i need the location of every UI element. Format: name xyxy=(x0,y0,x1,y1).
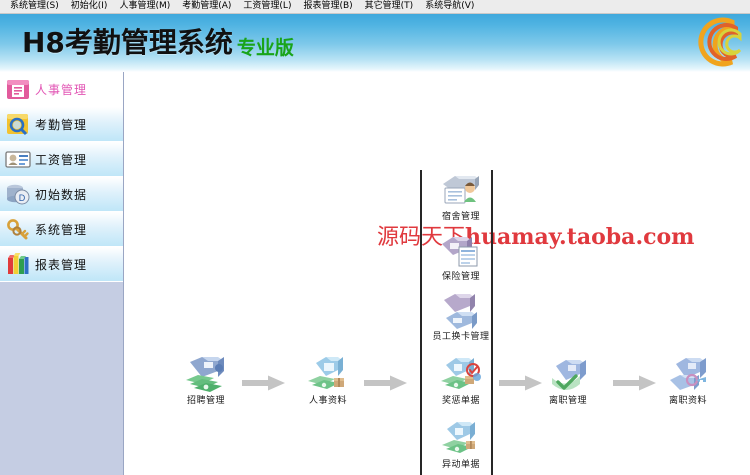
svg-text:D: D xyxy=(19,193,26,203)
app-edition-badge: 专业版 xyxy=(236,37,294,59)
sidebar-item-label: 系统管理 xyxy=(35,222,88,237)
flow-node-column_nodes-5[interactable]: 异动单据 xyxy=(422,418,500,471)
arrow-hr-to-column xyxy=(364,375,408,391)
menu-init[interactable]: 初始化(I) xyxy=(70,1,108,11)
sidebar-item-label: 报表管理 xyxy=(35,257,88,272)
insurance-icon xyxy=(439,230,483,270)
transfer-doc-icon xyxy=(439,418,483,458)
menu-system[interactable]: 系统管理(S) xyxy=(10,1,59,11)
card-swap-icon xyxy=(439,290,483,330)
app-title-wrap: H8考勤管理系统 专业版 xyxy=(22,21,294,61)
database-icon: D xyxy=(5,181,31,207)
menu-nav[interactable]: 系统导航(V) xyxy=(425,1,475,11)
magnifier-icon xyxy=(5,111,31,137)
column-divider-right xyxy=(491,170,493,475)
sidebar-item-3[interactable]: 工资管理 xyxy=(0,142,123,177)
arrow-column-to-resign xyxy=(499,375,543,391)
flow-node-column_nodes-2[interactable]: 保险管理 xyxy=(422,230,500,283)
flow-node-main_nodes-4[interactable]: 离职资料 xyxy=(649,354,727,407)
column-divider-left xyxy=(420,170,422,475)
swoosh-logo-icon xyxy=(698,17,742,67)
menu-hr[interactable]: 人事管理(M) xyxy=(119,1,171,11)
hr-file-money-icon xyxy=(306,354,350,394)
menu-payroll[interactable]: 工资管理(L) xyxy=(243,1,292,11)
pink-folder-icon xyxy=(5,76,31,102)
flow-node-label: 宿舍管理 xyxy=(441,212,480,222)
menu-bar: 系统管理(S) 初始化(I) 人事管理(M) 考勤管理(A) 工资管理(L) 报表管理(B… xyxy=(0,0,750,14)
body-area: 人事管理 考勤管理 工资管理 D 初始数据 xyxy=(0,72,750,475)
flow-node-label: 人事资料 xyxy=(308,396,347,406)
flow-node-label: 奖惩单据 xyxy=(441,396,480,406)
menu-attendance[interactable]: 考勤管理(A) xyxy=(182,1,232,11)
sidebar-item-label: 人事管理 xyxy=(35,82,88,97)
resign-file-icon xyxy=(666,354,710,394)
sidebar-item-label: 工资管理 xyxy=(35,152,88,167)
flow-node-column_nodes-1[interactable]: 宿舍管理 xyxy=(422,170,500,223)
menu-other[interactable]: 其它管理(T) xyxy=(364,1,414,11)
flow-node-column_nodes-4[interactable]: 奖惩单据 xyxy=(422,354,500,407)
sidebar-item-5[interactable]: 系统管理 xyxy=(0,212,123,247)
sidebar-item-label: 初始数据 xyxy=(35,187,88,202)
sidebar-item-label: 考勤管理 xyxy=(35,117,88,132)
flow-node-label: 招聘管理 xyxy=(186,396,225,406)
sidebar-item-6[interactable]: 报表管理 xyxy=(0,247,123,282)
sidebar-item-1[interactable]: 人事管理 xyxy=(0,72,123,107)
sidebar-item-2[interactable]: 考勤管理 xyxy=(0,107,123,142)
sidebar-item-4[interactable]: D 初始数据 xyxy=(0,177,123,212)
app-header: H8考勤管理系统 专业版 xyxy=(0,14,750,72)
flow-node-label: 员工换卡管理 xyxy=(432,332,490,342)
menu-report[interactable]: 报表管理(B) xyxy=(303,1,353,11)
flow-node-label: 异动单据 xyxy=(441,460,480,470)
flow-node-main_nodes-3[interactable]: 离职管理 xyxy=(529,354,607,407)
flow-node-label: 离职管理 xyxy=(548,396,587,406)
keys-icon xyxy=(5,216,31,242)
books-icon xyxy=(5,251,31,277)
recruit-box-money-icon xyxy=(184,354,228,394)
dormitory-icon xyxy=(439,170,483,210)
flow-node-column_nodes-3[interactable]: 员工换卡管理 xyxy=(422,290,500,343)
arrow-recruit-to-hr xyxy=(242,375,286,391)
arrow-resign-to-file xyxy=(613,375,657,391)
resign-approve-icon xyxy=(546,354,590,394)
reward-penalty-icon xyxy=(439,354,483,394)
flow-node-main_nodes-2[interactable]: 人事资料 xyxy=(289,354,367,407)
payroll-card-icon xyxy=(5,146,31,172)
app-title: H8考勤管理系统 xyxy=(22,26,233,59)
flow-canvas: 源码天下huamay.taoba.com 招聘管理 xyxy=(124,72,750,475)
flow-node-label: 保险管理 xyxy=(441,272,480,282)
sidebar: 人事管理 考勤管理 工资管理 D 初始数据 xyxy=(0,72,124,475)
flow-node-main_nodes-1[interactable]: 招聘管理 xyxy=(167,354,245,407)
flow-node-label: 离职资料 xyxy=(668,396,707,406)
